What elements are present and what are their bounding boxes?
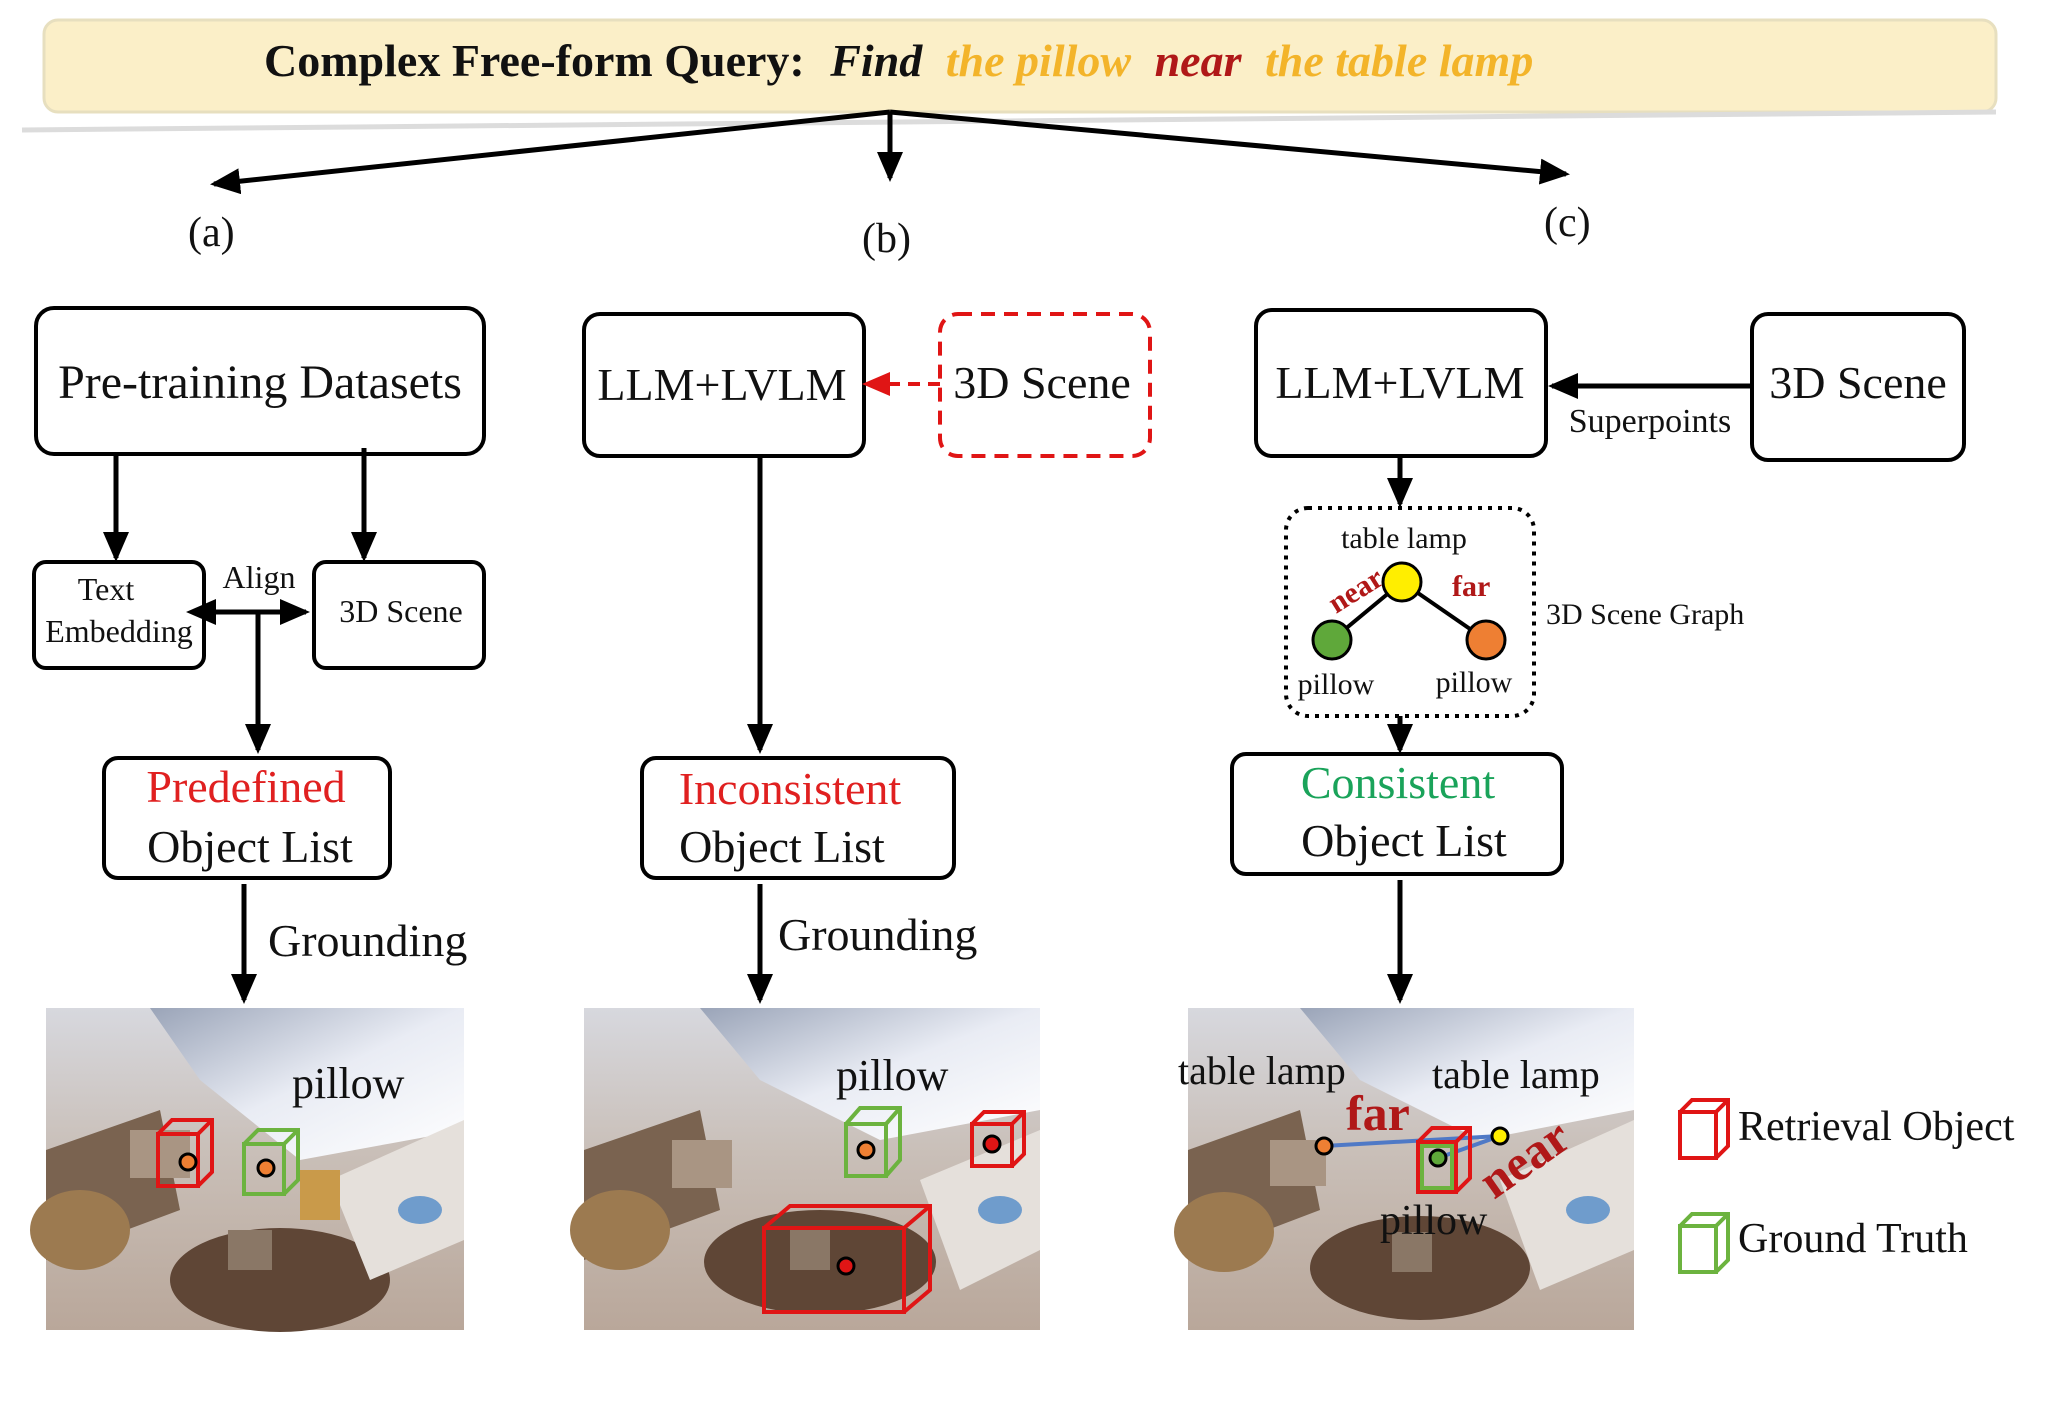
object-list-label-c: Object List bbox=[1301, 815, 1507, 866]
scene-image-a bbox=[30, 1008, 464, 1332]
scene-label-b: 3D Scene bbox=[953, 357, 1131, 408]
retrieval-box-c bbox=[1416, 1126, 1472, 1194]
img-label-pillow-b: pillow bbox=[836, 1051, 949, 1100]
img-lamp-right-label: table lamp bbox=[1432, 1052, 1600, 1097]
img-pillow-label-c: pillow bbox=[1380, 1198, 1488, 1244]
consistent-list-box bbox=[1230, 752, 1564, 876]
inconsistent-label: Inconsistent bbox=[679, 763, 902, 814]
query-anchor: the table lamp bbox=[1265, 35, 1533, 86]
retrieval-point-a bbox=[178, 1152, 198, 1172]
consistent-label: Consistent bbox=[1301, 757, 1495, 808]
retrieval-box-b-1 bbox=[970, 1110, 1026, 1168]
label-a: (a) bbox=[188, 210, 235, 256]
pretraining-box bbox=[34, 306, 486, 456]
img-far-label: far bbox=[1346, 1085, 1410, 1141]
llm-label-c: LLM+LVLM bbox=[1275, 357, 1524, 408]
graph-far-label: far bbox=[1452, 570, 1490, 603]
img-label-pillow-a: pillow bbox=[292, 1059, 405, 1108]
align-label: Align bbox=[223, 559, 296, 595]
ground-truth-point-b bbox=[856, 1140, 876, 1160]
graph-top-label: table lamp bbox=[1341, 522, 1467, 555]
scene-image-c bbox=[1174, 1008, 1634, 1330]
predefined-list-box bbox=[102, 756, 392, 880]
retrieval-point-b-1 bbox=[982, 1134, 1002, 1154]
text-embedding-label-2: Embedding bbox=[45, 613, 193, 649]
retrieval-point-b-2 bbox=[836, 1256, 856, 1276]
img-lamp-left-label: table lamp bbox=[1178, 1048, 1346, 1093]
branch-arrow-c bbox=[889, 109, 1570, 185]
query-text: Complex Free-form Query: Find the pillow… bbox=[264, 35, 1533, 86]
query-find: Find bbox=[829, 35, 923, 86]
pretraining-label: Pre-training Datasets bbox=[58, 356, 462, 409]
ground-truth-box-c bbox=[1420, 1144, 1454, 1190]
graph-node-pillow-far bbox=[1465, 619, 1507, 661]
graph-node-lamp bbox=[1381, 561, 1423, 603]
graph-left-label: pillow bbox=[1298, 668, 1375, 701]
query-relation: near bbox=[1155, 35, 1243, 86]
inconsistent-list-box bbox=[640, 756, 956, 880]
legend-retrieval-label: Retrieval Object bbox=[1738, 1104, 2015, 1150]
legend-ground-truth-icon bbox=[1678, 1212, 1730, 1274]
label-c: (c) bbox=[1544, 200, 1591, 246]
lamp-point-right-c bbox=[1490, 1126, 1510, 1146]
lamp-point-left-c bbox=[1314, 1136, 1334, 1156]
grounding-label-a: Grounding bbox=[268, 915, 467, 966]
graph-title: 3D Scene Graph bbox=[1546, 598, 1744, 631]
retrieval-box-a bbox=[156, 1118, 214, 1188]
predefined-label: Predefined bbox=[146, 761, 345, 812]
scene-label-a: 3D Scene bbox=[339, 593, 463, 629]
scene-graph-box bbox=[1284, 506, 1536, 718]
query-subject: the pillow bbox=[946, 35, 1132, 86]
label-b: (b) bbox=[862, 216, 911, 262]
pillow-point-c bbox=[1428, 1148, 1448, 1168]
branch-arrow-a bbox=[210, 109, 891, 195]
text-embedding-label-1: Text bbox=[78, 571, 135, 607]
scene-box-a bbox=[312, 560, 486, 670]
superpoints-label: Superpoints bbox=[1569, 403, 1731, 440]
ground-truth-box-a bbox=[242, 1128, 300, 1196]
llm-label-b: LLM+LVLM bbox=[597, 359, 846, 410]
graph-node-pillow-near bbox=[1311, 619, 1353, 661]
ground-truth-point-a bbox=[256, 1158, 276, 1178]
legend-retrieval-icon bbox=[1678, 1098, 1730, 1160]
scene-label-c: 3D Scene bbox=[1769, 357, 1947, 408]
graph-right-label: pillow bbox=[1436, 666, 1513, 699]
query-prefix: Complex Free-form Query: bbox=[264, 35, 805, 86]
query-banner bbox=[42, 18, 1998, 114]
object-list-label-b: Object List bbox=[679, 821, 885, 872]
grounding-label-b: Grounding bbox=[778, 909, 977, 960]
object-list-label-a: Object List bbox=[147, 821, 353, 872]
ground-truth-box-b bbox=[844, 1106, 902, 1178]
scene-image-b bbox=[570, 1008, 1040, 1330]
scene-box-b bbox=[938, 312, 1152, 458]
legend-ground-truth-label: Ground Truth bbox=[1738, 1216, 1968, 1262]
retrieval-box-b-2 bbox=[762, 1204, 932, 1314]
